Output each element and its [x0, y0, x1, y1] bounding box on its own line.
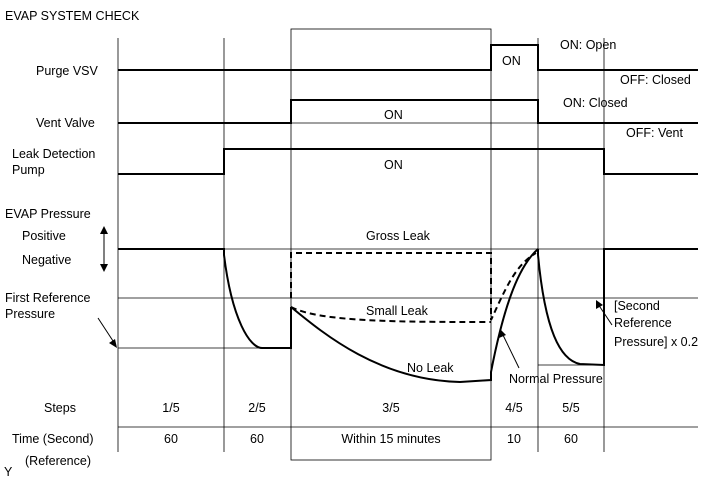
reference-lines: [118, 122, 698, 428]
small-leak-trace: [290, 306, 492, 323]
time-4-value: 10: [507, 432, 521, 446]
no-leak-trace: [290, 248, 539, 384]
normal-pressure-label: Normal Pressure: [509, 372, 603, 386]
purge-vsv-off-state: OFF: Closed: [620, 73, 691, 87]
no-leak-label: No Leak: [407, 361, 454, 375]
positive-label: Positive: [22, 229, 66, 243]
vent-valve-off-state: OFF: Vent: [626, 126, 683, 140]
purge-vsv-label: Purge VSV: [36, 64, 99, 78]
pressure-baseline-trace: [118, 248, 292, 349]
purge-vsv-on-state: ON: Open: [560, 38, 616, 52]
second-ref-label-line1: [Second: [614, 299, 660, 313]
first-ref-label-line1: First Reference: [5, 291, 90, 305]
steps-label: Steps: [44, 401, 76, 415]
step-5-label: 5/5: [562, 401, 579, 415]
normal-pressure-trace: [537, 248, 698, 367]
step-4-label: 4/5: [505, 401, 522, 415]
evap-pressure-label: EVAP Pressure: [5, 207, 91, 221]
time-1-value: 60: [164, 432, 178, 446]
vent-valve-label: Vent Valve: [36, 116, 95, 130]
leak-pump-label-line1: Leak Detection: [12, 147, 95, 161]
step-1-label: 1/5: [162, 401, 179, 415]
first-ref-arrow: [97, 317, 117, 348]
leak-pump-signal: [118, 148, 698, 175]
second-ref-label-line2: Reference: [614, 316, 672, 330]
time-3-value: Within 15 minutes: [341, 432, 440, 446]
time-label: Time (Second): [12, 432, 94, 446]
purge-vsv-signal: [118, 44, 698, 71]
step-2-label: 2/5: [248, 401, 265, 415]
reference-label: (Reference): [25, 454, 91, 468]
vent-valve-signal: [118, 99, 698, 124]
leak-pump-label-line2: Pump: [12, 163, 45, 177]
normal-pressure-arrow: [499, 329, 520, 369]
first-ref-label-line2: Pressure: [5, 307, 55, 321]
positive-negative-arrow: [100, 226, 108, 272]
step-3-frame: [290, 28, 492, 461]
vent-valve-on-text: ON: [384, 108, 403, 122]
vent-valve-on-state: ON: Closed: [563, 96, 628, 110]
second-ref-label-line3: Pressure] x 0.2: [614, 335, 698, 349]
corner-mark: Y: [4, 465, 13, 479]
leak-pump-on-text: ON: [384, 158, 403, 172]
gross-leak-label: Gross Leak: [366, 229, 431, 243]
negative-label: Negative: [22, 253, 71, 267]
diagram-title: EVAP SYSTEM CHECK: [5, 9, 140, 23]
time-2-value: 60: [250, 432, 264, 446]
time-5-value: 60: [564, 432, 578, 446]
step-3-label: 3/5: [382, 401, 399, 415]
purge-vsv-on-box-text: ON: [502, 54, 521, 68]
second-ref-arrow: [596, 300, 613, 326]
gross-leak-trace: [290, 252, 537, 321]
small-leak-label: Small Leak: [366, 304, 429, 318]
